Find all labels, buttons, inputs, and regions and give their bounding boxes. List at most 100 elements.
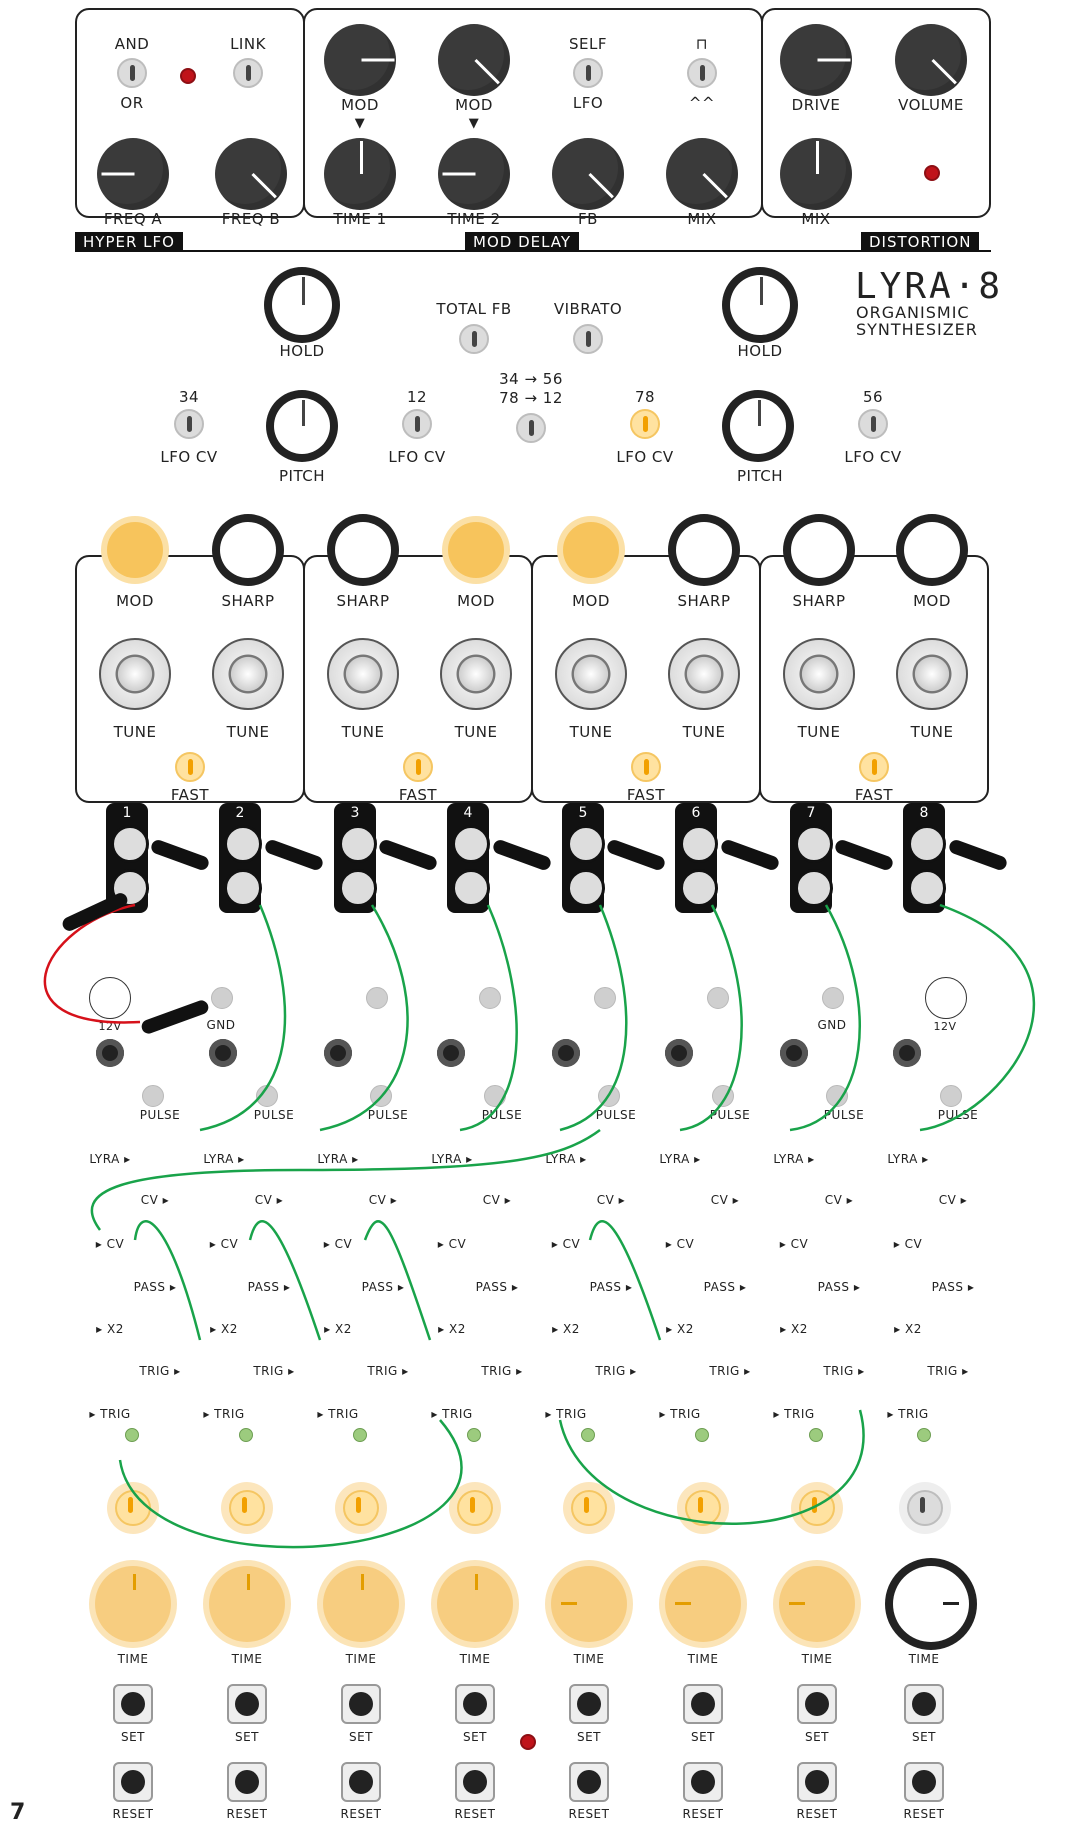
drive-knob[interactable] [780,24,852,96]
square-point-5[interactable] [594,987,616,1009]
set-button-4[interactable] [455,1684,495,1724]
audio-jack-7[interactable] [780,1039,808,1067]
mod-knob-v2[interactable] [448,522,504,578]
set-button-7[interactable] [797,1684,837,1724]
channel-jack-top[interactable] [567,825,605,863]
mode-toggle-8[interactable] [907,1490,943,1526]
fast-toggle-3[interactable] [631,752,661,782]
lfo-cv-toggle-2[interactable] [402,409,432,439]
sharp-knob-v1[interactable] [220,522,276,578]
audio-jack-5[interactable] [552,1039,580,1067]
tune-knob-1[interactable] [99,638,171,710]
audio-jack-6[interactable] [665,1039,693,1067]
square-point-4[interactable] [479,987,501,1009]
mode-toggle-6[interactable] [685,1490,721,1526]
set-button-8[interactable] [904,1684,944,1724]
audio-jack-2[interactable] [209,1039,237,1067]
freq-b-knob[interactable] [215,138,287,210]
time-knob-8[interactable] [893,1566,969,1642]
fast-toggle-1[interactable] [175,752,205,782]
time-knob-4[interactable] [437,1566,513,1642]
routing-toggle[interactable] [516,413,546,443]
total-fb-toggle[interactable] [459,324,489,354]
mode-toggle-3[interactable] [343,1490,379,1526]
tune-knob-2[interactable] [212,638,284,710]
gnd-point-left[interactable] [211,987,233,1009]
mode-toggle-1[interactable] [115,1490,151,1526]
pulse-point-4[interactable] [484,1085,506,1107]
tune-knob-7[interactable] [783,638,855,710]
mod-knob-v4[interactable] [904,522,960,578]
channel-jack-top[interactable] [224,825,262,863]
time-knob-7[interactable] [779,1566,855,1642]
set-button-6[interactable] [683,1684,723,1724]
channel-jack-top[interactable] [111,825,149,863]
reset-button-5[interactable] [569,1762,609,1802]
channel-jack-bottom[interactable] [680,869,718,907]
time-knob-5[interactable] [551,1566,627,1642]
channel-jack-bottom[interactable] [111,869,149,907]
reset-button-1[interactable] [113,1762,153,1802]
channel-jack-bottom[interactable] [567,869,605,907]
time-knob-6[interactable] [665,1566,741,1642]
dist-mix-knob[interactable] [780,138,852,210]
lfo-cv-toggle-1[interactable] [174,409,204,439]
lfo-cv-toggle-3[interactable] [630,409,660,439]
set-button-3[interactable] [341,1684,381,1724]
self-lfo-toggle[interactable] [573,58,603,88]
set-button-1[interactable] [113,1684,153,1724]
tune-knob-5[interactable] [555,638,627,710]
channel-jack-top[interactable] [795,825,833,863]
time-knob-2[interactable] [209,1566,285,1642]
pulse-point-1[interactable] [142,1085,164,1107]
channel-jack-top[interactable] [680,825,718,863]
pitch-knob-left[interactable] [274,398,330,454]
waveform-toggle[interactable] [687,58,717,88]
mod-knob-v1[interactable] [107,522,163,578]
tune-knob-8[interactable] [896,638,968,710]
delay-mix-knob[interactable] [666,138,738,210]
square-point-6[interactable] [707,987,729,1009]
time2-knob[interactable] [438,138,510,210]
tune-knob-4[interactable] [440,638,512,710]
time-knob-1[interactable] [95,1566,171,1642]
sharp-knob-v4[interactable] [791,522,847,578]
tune-knob-6[interactable] [668,638,740,710]
link-toggle[interactable] [233,58,263,88]
reset-button-4[interactable] [455,1762,495,1802]
pulse-point-6[interactable] [712,1085,734,1107]
12v-terminal-right[interactable] [925,977,967,1019]
hold-knob-left[interactable] [272,275,332,335]
mod-knob-1[interactable] [324,24,396,96]
tune-knob-3[interactable] [327,638,399,710]
pulse-point-8[interactable] [940,1085,962,1107]
and-or-toggle[interactable] [117,58,147,88]
sharp-knob-v3[interactable] [676,522,732,578]
fast-toggle-2[interactable] [403,752,433,782]
lfo-cv-toggle-4[interactable] [858,409,888,439]
channel-jack-bottom[interactable] [224,869,262,907]
mode-toggle-7[interactable] [799,1490,835,1526]
audio-jack-3[interactable] [324,1039,352,1067]
channel-jack-top[interactable] [908,825,946,863]
sharp-knob-v2[interactable] [335,522,391,578]
fb-knob[interactable] [552,138,624,210]
reset-button-3[interactable] [341,1762,381,1802]
fast-toggle-4[interactable] [859,752,889,782]
mod-knob-2[interactable] [438,24,510,96]
pulse-point-7[interactable] [826,1085,848,1107]
audio-jack-1[interactable] [96,1039,124,1067]
reset-button-8[interactable] [904,1762,944,1802]
volume-knob[interactable] [895,24,967,96]
set-button-5[interactable] [569,1684,609,1724]
mod-knob-v3[interactable] [563,522,619,578]
freq-a-knob[interactable] [97,138,169,210]
channel-jack-bottom[interactable] [452,869,490,907]
reset-button-2[interactable] [227,1762,267,1802]
mode-toggle-5[interactable] [571,1490,607,1526]
channel-jack-bottom[interactable] [339,869,377,907]
gnd-point-right[interactable] [822,987,844,1009]
hold-knob-right[interactable] [730,275,790,335]
channel-jack-top[interactable] [452,825,490,863]
time-knob-3[interactable] [323,1566,399,1642]
